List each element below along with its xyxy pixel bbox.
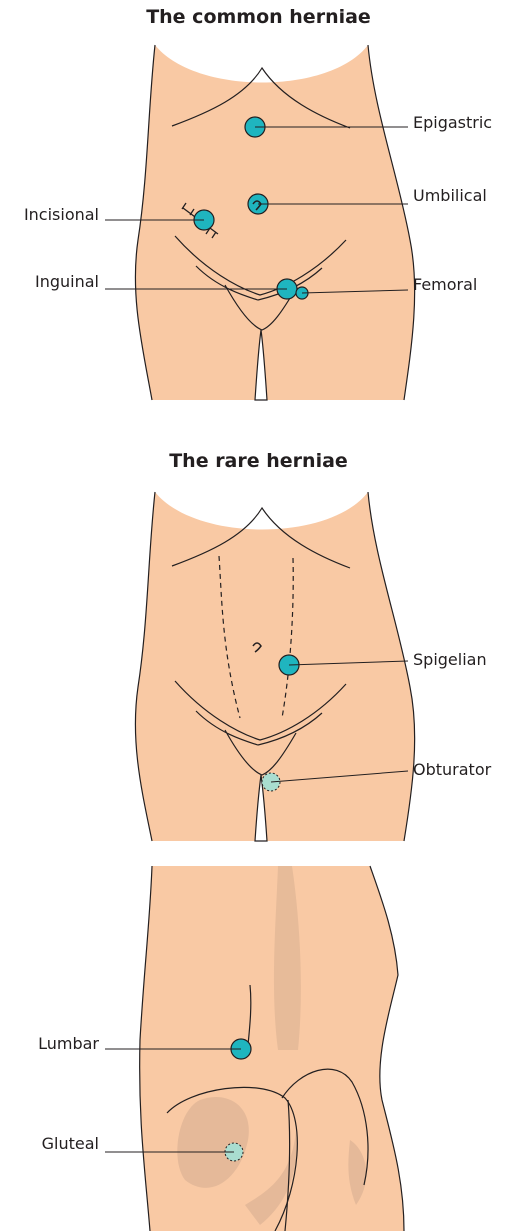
label-epigastric: Epigastric: [413, 113, 492, 132]
torso-body: [135, 45, 414, 400]
label-obturator: Obturator: [413, 760, 492, 779]
label-inguinal: Inguinal: [35, 272, 99, 291]
front-torso-rare: Spigelian Obturator: [135, 492, 491, 841]
label-femoral: Femoral: [413, 275, 477, 294]
label-gluteal: Gluteal: [42, 1134, 99, 1153]
label-incisional: Incisional: [24, 205, 99, 224]
back-torso-rare: Lumbar Gluteal: [38, 866, 404, 1231]
label-umbilical: Umbilical: [413, 186, 487, 205]
label-lumbar: Lumbar: [38, 1034, 99, 1053]
front-torso-common: Epigastric Umbilical Incisional Inguinal…: [24, 45, 492, 400]
label-spigelian: Spigelian: [413, 650, 487, 669]
